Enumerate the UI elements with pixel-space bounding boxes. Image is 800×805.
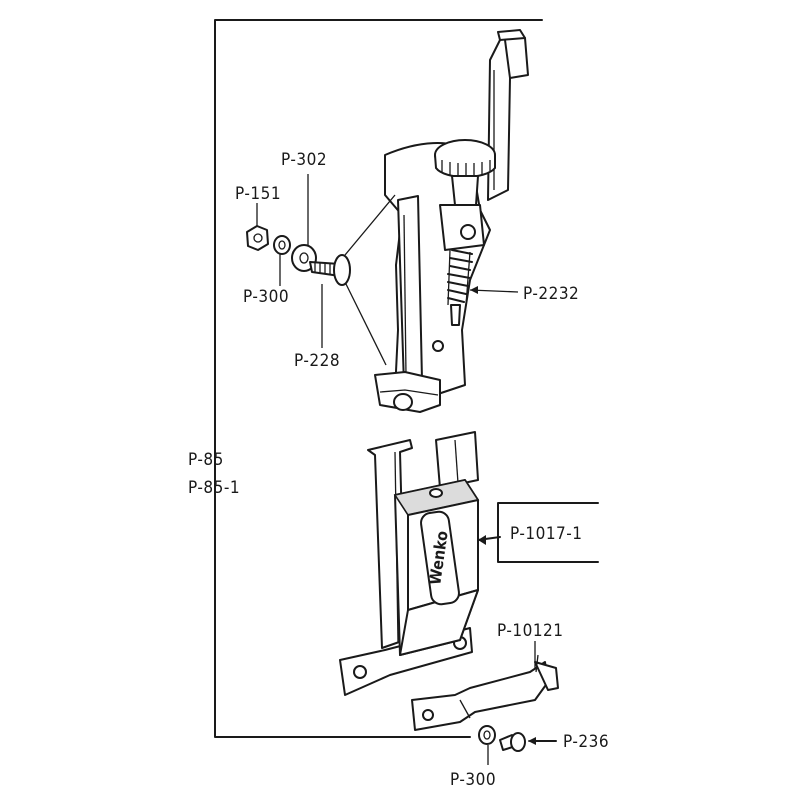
upper-presser-assembly [344, 29, 529, 413]
label-p302: P-302 [281, 150, 327, 170]
label-p2232: P-2232 [523, 284, 579, 304]
leader-lines [256, 174, 536, 668]
label-p236: P-236 [563, 732, 609, 752]
logo-plate: Wenko [420, 510, 460, 606]
toe-piece-p10121 [411, 654, 559, 731]
label-p85-1: P-85-1 [188, 478, 240, 498]
spring-p2232 [447, 249, 473, 326]
lower-presser-foot: Wenko [339, 431, 599, 696]
label-p151: P-151 [235, 184, 281, 204]
label-p300-bottom: P-300 [450, 770, 496, 790]
label-p228: P-228 [294, 351, 340, 371]
part-labels: P-302 P-151 P-300 P-228 P-2232 P-85 P-85… [188, 150, 609, 790]
label-p10121: P-10121 [497, 621, 564, 641]
knurled-knob [434, 139, 496, 206]
screw-set-lower [478, 725, 555, 765]
label-p85: P-85 [188, 450, 224, 470]
label-p300-top: P-300 [243, 287, 289, 307]
screw-set-upper [246, 225, 351, 286]
label-p1017-1: P-1017-1 [510, 524, 583, 544]
